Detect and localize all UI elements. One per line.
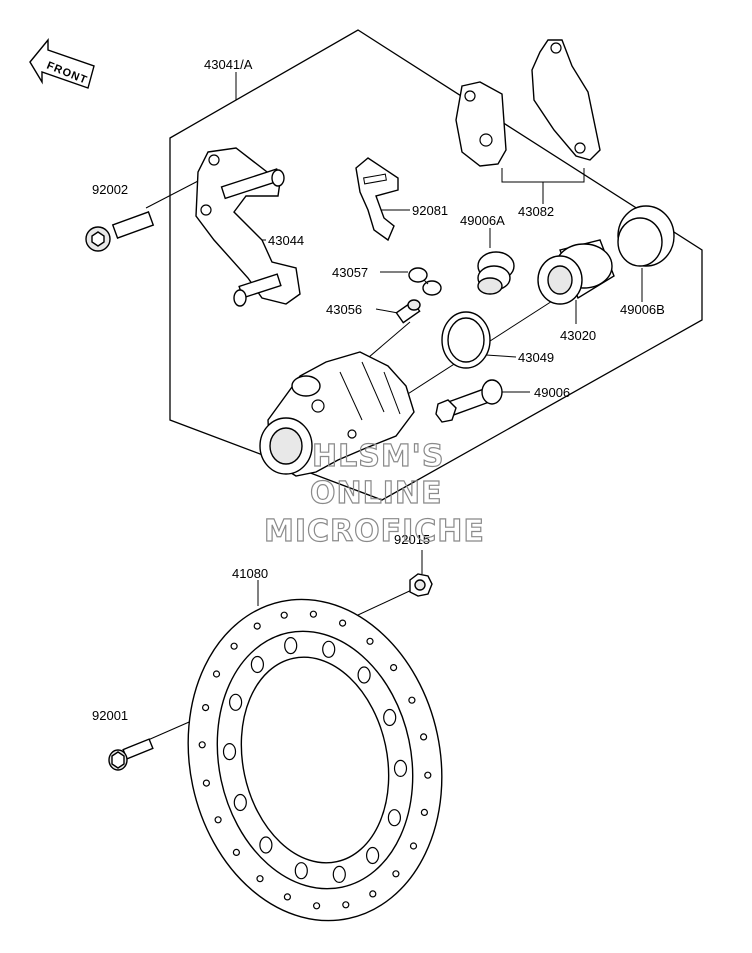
label-92015: 92015	[394, 532, 430, 547]
disc-vent-hole	[230, 642, 238, 650]
label-41080: 41080	[232, 566, 268, 581]
pad-spring-92081	[355, 157, 399, 242]
disc-inner-hole	[250, 655, 264, 674]
disc-vent-hole	[280, 611, 288, 619]
disc-vent-hole	[339, 619, 347, 627]
disc-inner-hole	[294, 862, 308, 880]
disc-vent-hole	[408, 696, 416, 704]
disc-vent-hole	[198, 741, 206, 749]
disc-vent-hole	[212, 670, 221, 678]
bleeder-valve-43056	[395, 299, 421, 324]
disc-inner-hole	[259, 836, 273, 854]
disc-inner-hole	[357, 666, 371, 684]
front-arrow-icon: FRONT	[29, 38, 95, 89]
disc-bolt-92001	[108, 738, 154, 771]
caliper-bolt-92002	[85, 211, 155, 252]
disc-vent-hole	[214, 816, 222, 824]
disc-vent-hole	[253, 622, 261, 630]
label-92002: 92002	[92, 182, 128, 197]
nut-92015	[409, 573, 433, 597]
bleeder-cap-43057	[408, 267, 442, 296]
disc-vent-hole	[366, 637, 374, 645]
disc-vent-hole	[392, 870, 400, 878]
disc-vent-hole	[313, 902, 321, 910]
slide-pin-49006	[435, 379, 503, 423]
label-49006: 49006	[534, 385, 570, 400]
disc-inner-hole	[222, 742, 237, 761]
disc-inner-hole	[229, 693, 243, 711]
disc-inner-hole	[383, 708, 397, 727]
disc-inner-hole	[387, 809, 401, 827]
disc-vent-hole	[420, 808, 428, 817]
disc-vent-hole	[309, 610, 317, 618]
watermark-line3: MICROFICHE	[264, 514, 485, 549]
disc-vent-hole	[256, 875, 264, 883]
piston-seal-49006B	[617, 205, 675, 267]
caliper-assembly-outline	[169, 29, 703, 501]
label-92001: 92001	[92, 708, 128, 723]
disc-vent-hole	[232, 848, 240, 857]
watermark-line1: HLSM'S	[312, 439, 444, 474]
label-43020: 43020	[560, 328, 596, 343]
label-49006B: 49006B	[620, 302, 665, 317]
disc-inner-hole	[233, 793, 247, 812]
disc-vent-hole	[424, 771, 432, 779]
disc-vent-hole	[420, 733, 428, 741]
disc-vent-hole	[283, 893, 291, 901]
disc-inner-hole	[322, 640, 336, 658]
brake-pads-43082	[455, 39, 601, 167]
watermark-line2: ONLINE	[310, 476, 443, 511]
disc-vent-hole	[369, 890, 377, 898]
piston-43020	[537, 239, 615, 305]
disc-inner-hole	[393, 759, 408, 778]
disc-inner-hole	[366, 846, 380, 865]
brake-disc-41080	[187, 598, 443, 922]
disc-vent-hole	[202, 703, 210, 712]
disc-vent-hole	[390, 663, 398, 672]
caliper-bracket-43044	[195, 147, 301, 307]
disc-vent-hole	[342, 901, 350, 909]
disc-vent-hole	[202, 779, 210, 787]
disc-inner-hole	[332, 865, 346, 884]
label-43041A: 43041/A	[204, 57, 253, 72]
label-92081: 92081	[412, 203, 448, 218]
disc-vent-hole	[409, 842, 418, 850]
label-43082: 43082	[518, 204, 554, 219]
o-ring-43049	[441, 311, 491, 369]
label-43044: 43044	[268, 233, 304, 248]
label-43056: 43056	[326, 302, 362, 317]
label-43057: 43057	[332, 265, 368, 280]
label-43049: 43049	[518, 350, 554, 365]
label-49006A: 49006A	[460, 213, 505, 228]
caliper-body	[259, 351, 415, 477]
disc-inner-hole	[284, 636, 298, 655]
boot-49006A	[477, 251, 515, 295]
